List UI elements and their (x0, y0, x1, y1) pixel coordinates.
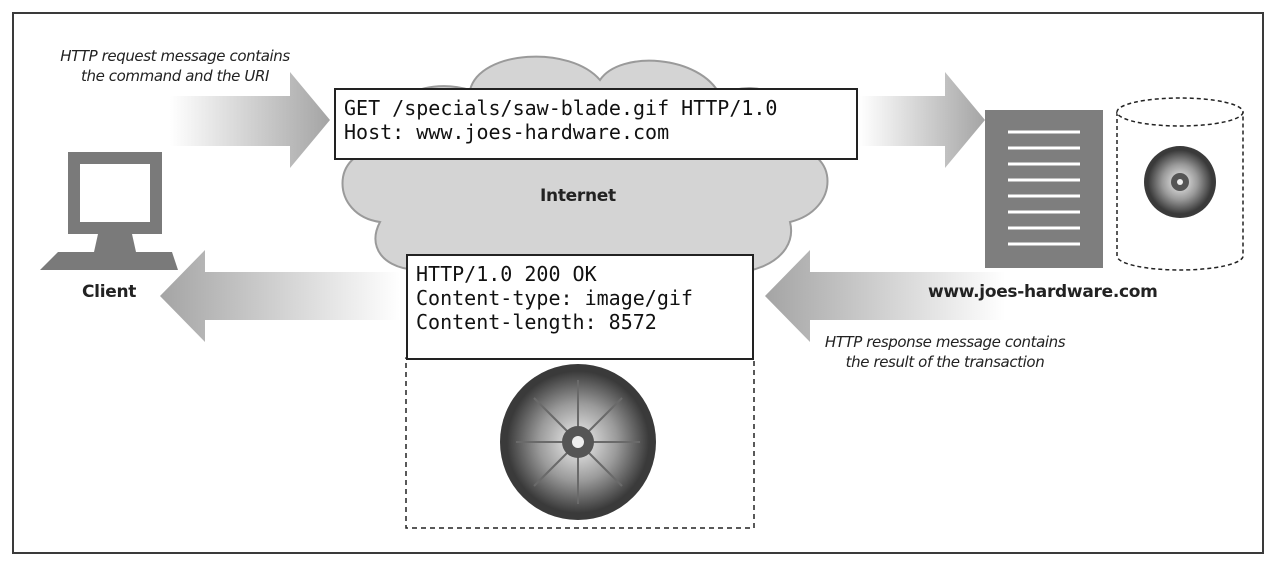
response-content-type: Content-type: image/gif (416, 286, 693, 310)
request-host-header: Host: www.joes-hardware.com (344, 120, 670, 144)
response-status-line: HTTP/1.0 200 OK (416, 262, 597, 286)
request-line: GET /specials/saw-blade.gif HTTP/1.0 (344, 96, 778, 120)
server-label: www.joes-hardware.com (928, 282, 1158, 302)
server-tower-icon (985, 110, 1103, 268)
request-message-box: GET /specials/saw-blade.gif HTTP/1.0 Hos… (334, 88, 858, 160)
request-arrow-right (860, 72, 985, 168)
response-caption: HTTP response message contains the resul… (795, 332, 1095, 372)
saw-blade-image-icon (500, 364, 656, 520)
request-caption-line1: HTTP request message contains (60, 47, 290, 65)
response-content-length: Content-length: 8572 (416, 310, 657, 334)
saw-blade-small-icon (1144, 146, 1216, 218)
client-label: Client (82, 282, 137, 302)
database-cylinder-icon (1116, 97, 1244, 271)
request-caption: HTTP request message contains the comman… (30, 46, 320, 86)
response-message-box: HTTP/1.0 200 OK Content-type: image/gif … (406, 254, 754, 360)
response-caption-line1: HTTP response message contains (824, 333, 1066, 351)
request-arrow-left (170, 72, 330, 168)
response-arrow-left (160, 250, 400, 342)
response-caption-line2: the result of the transaction (845, 353, 1045, 371)
request-caption-line2: the command and the URI (80, 67, 270, 85)
internet-label: Internet (540, 186, 616, 206)
response-body-box (405, 357, 755, 529)
computer-monitor-icon (40, 152, 178, 270)
diagram-frame (12, 12, 1264, 554)
response-arrow-right (765, 250, 1005, 342)
